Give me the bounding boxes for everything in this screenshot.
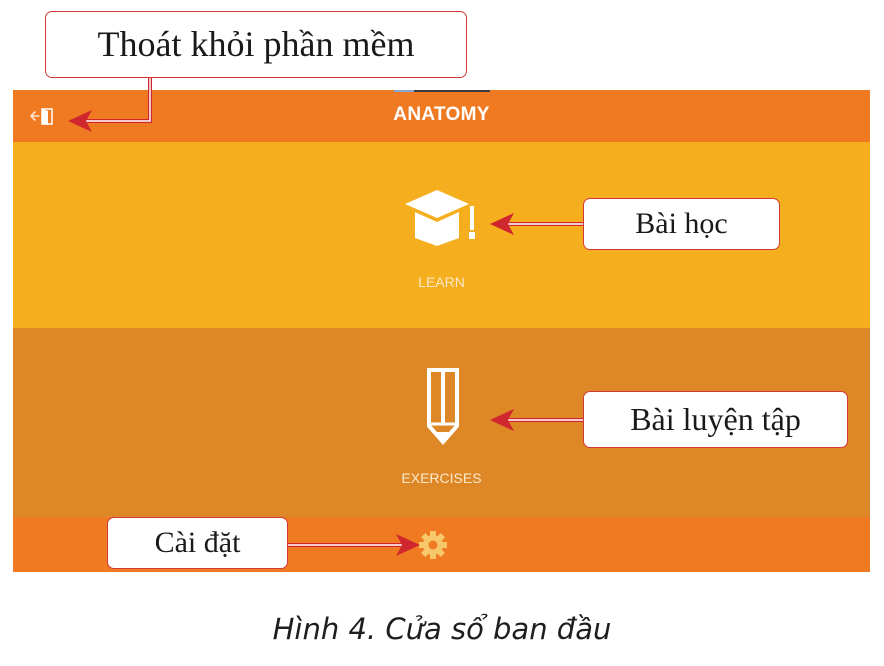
callout-settings: Cài đặt xyxy=(107,517,288,569)
graduation-cap-icon xyxy=(405,190,475,246)
callout-exercises: Bài luyện tập xyxy=(583,391,848,448)
exercises-section[interactable]: EXERCISES xyxy=(13,328,870,517)
app-window: ANATOMY LEARN EXERCISES xyxy=(13,90,870,572)
figure-caption: Hình 4. Cửa sổ ban đầu xyxy=(272,612,612,646)
exit-door-icon xyxy=(30,108,53,125)
learn-label: LEARN xyxy=(418,274,465,290)
pencil-icon xyxy=(427,368,459,446)
exit-button[interactable] xyxy=(29,106,61,126)
gear-icon xyxy=(419,531,447,559)
callout-learn: Bài học xyxy=(583,198,780,250)
callout-exit: Thoát khỏi phần mềm xyxy=(45,11,467,78)
settings-button[interactable] xyxy=(418,530,448,560)
exercises-label: EXERCISES xyxy=(401,470,482,486)
window-tab-strip xyxy=(394,90,490,92)
app-header: ANATOMY xyxy=(13,90,870,142)
app-title: ANATOMY xyxy=(393,104,490,125)
